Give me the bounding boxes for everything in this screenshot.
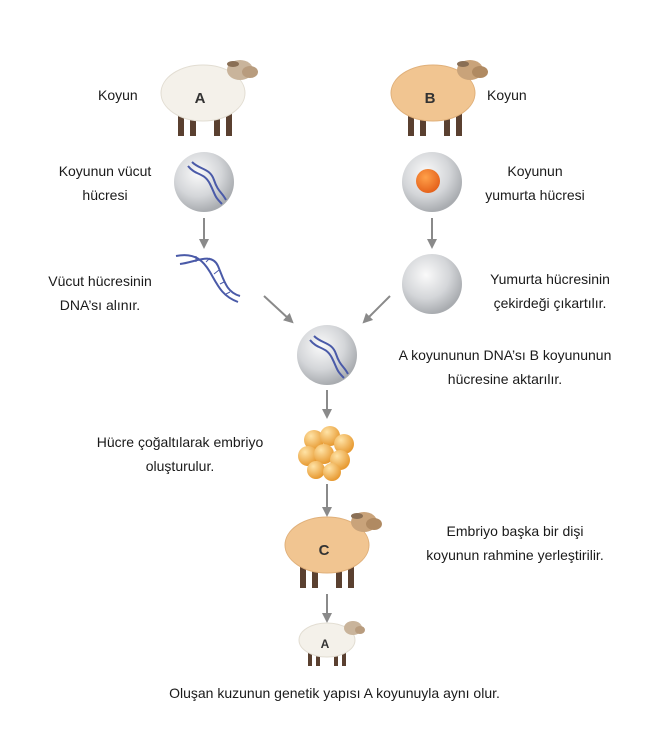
sheep-a-letter: A xyxy=(195,90,206,107)
koyun-b-label: Koyun xyxy=(487,87,527,103)
body-cell-label-1: Koyunun vücut xyxy=(58,163,152,179)
transfer-label-1: A koyununun DNA’sı B koyununun xyxy=(398,347,612,363)
embryo-icon xyxy=(298,426,354,481)
nucleus-removed-label-2: çekirdeği çıkartılır. xyxy=(493,295,607,311)
nucleus-removed-label-1: Yumurta hücresinin xyxy=(490,271,610,287)
dna-strand-icon xyxy=(175,254,241,303)
lamb-letter: A xyxy=(321,637,330,651)
sheep-c-letter: C xyxy=(319,542,330,559)
koyun-a-label: Koyun xyxy=(98,87,138,103)
sheep-c-icon xyxy=(284,512,382,588)
egg-cell-icon xyxy=(402,152,462,212)
enucleated-cell-icon xyxy=(402,254,462,314)
implant-label-2: koyunun rahmine yerleştirilir. xyxy=(426,547,604,563)
lamb-icon xyxy=(298,621,365,666)
embryo-label-1: Hücre çoğaltılarak embriyo xyxy=(96,434,264,450)
sheep-a-icon xyxy=(160,60,258,136)
embryo-label-2: oluşturulur. xyxy=(145,458,215,474)
transfer-label-2: hücresine aktarılır. xyxy=(447,371,563,387)
conclusion-text: Oluşan kuzunun genetik yapısı A koyunuyl… xyxy=(169,685,500,701)
egg-cell-label-2: yumurta hücresi xyxy=(485,187,585,203)
egg-cell-label-1: Koyunun xyxy=(507,163,563,179)
dna-taken-label-1: Vücut hücresinin xyxy=(48,273,152,289)
sheep-b-letter: B xyxy=(425,90,436,107)
body-cell-label-2: hücresi xyxy=(82,187,128,203)
sheep-b-icon xyxy=(390,60,488,136)
dna-taken-label-2: DNA’sı alınır. xyxy=(59,297,141,313)
implant-label-1: Embriyo başka bir dişi xyxy=(446,523,584,539)
body-cell-icon xyxy=(174,152,234,212)
arrow-egg-to-cell xyxy=(362,295,391,324)
arrow-dna-to-cell xyxy=(263,295,294,324)
combined-cell-icon xyxy=(297,325,357,385)
